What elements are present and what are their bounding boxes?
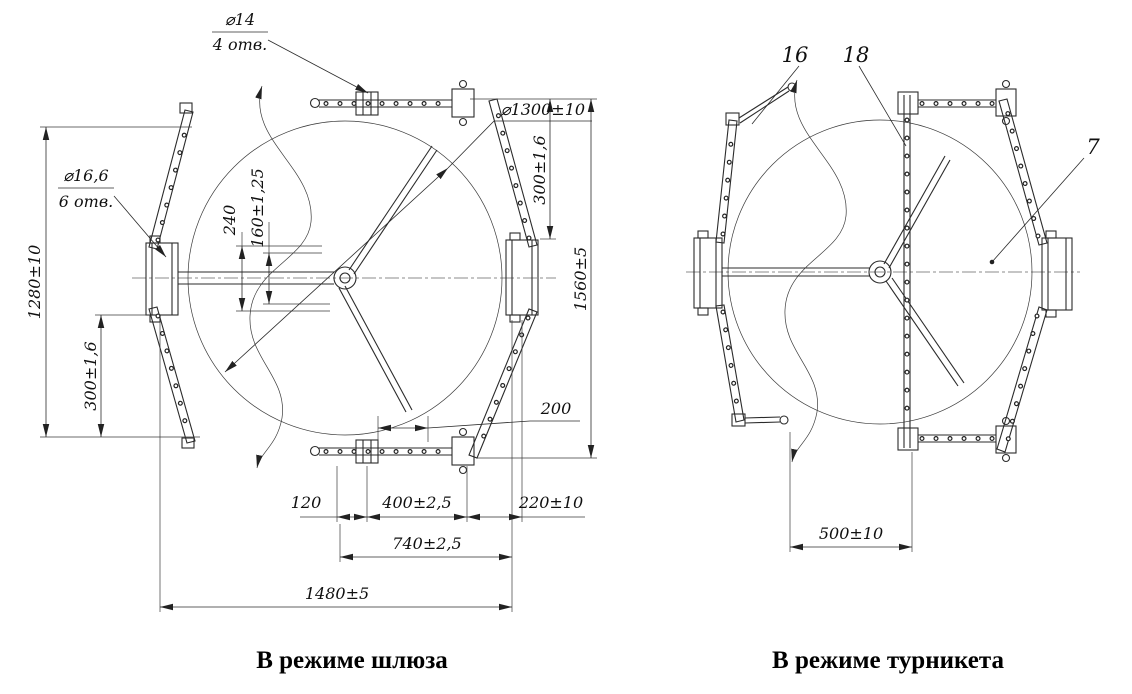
right-post-right-view [1041,230,1073,318]
dim-label-200: 200 [540,399,572,418]
left-post-right-view [693,230,723,316]
callout-label-16: 16 [782,43,809,67]
right-post [505,232,539,323]
dim-label-dia14-holes: 4 отв. [212,35,267,54]
dim-label-1560: 1560±5 [571,247,590,311]
barrier-arm-upper-right-rv [998,98,1048,246]
left-post [145,235,179,323]
left-view-caption: В режиме шлюза [256,647,448,674]
right-view: 16 18 7 500±10 В режиме турникета [686,43,1100,674]
swept-diameter-circle-right [727,119,1033,425]
dim-label-400: 400±2,5 [381,493,451,512]
dim-label-dia166-holes: 6 отв. [59,192,113,211]
barrier-arm-lower-left [148,306,196,449]
left-view: ⌀14 4 отв. ⌀16,6 6 отв. ⌀1300±10 240 160… [25,10,597,674]
swept-diameter-circle [187,120,503,436]
dimension-lines-left-view [42,31,595,611]
rotor [178,145,438,413]
barrier-arm-lower-right [468,308,538,459]
dim-label-dia166: ⌀16,6 [63,166,108,185]
bottom-arm-right-view [897,416,1017,463]
dim-label-220: 220±10 [518,493,583,512]
dim-label-240: 240 [220,205,239,237]
barrier-arm-lower-right-rv [996,306,1048,453]
top-arm-right-view [897,79,1017,126]
right-view-caption: В режиме турникета [772,647,1004,674]
dim-label-500: 500±10 [819,524,883,543]
top-arm [309,79,475,127]
callout-label-7: 7 [1086,135,1100,159]
dimension-lines-right-view [789,432,913,552]
callout-label-18: 18 [843,43,870,67]
dim-label-1480: 1480±5 [305,584,369,603]
barrier-arm-lower-left-rv [715,304,789,427]
dim-label-160: 160±1,25 [248,168,267,248]
dim-label-300-right: 300±1,6 [530,135,549,204]
swing-path-curve-right [784,79,847,463]
vertical-gate-blade [903,95,911,448]
extension-lines-left-view [40,98,597,612]
callout-leaders [751,65,1085,265]
barrier-arm-upper-left-rv [715,82,797,244]
dim-label-300-left: 300±1,6 [81,341,100,410]
dim-label-120: 120 [291,493,322,512]
dim-label-740: 740±2,5 [392,534,461,553]
dim-label-dia1300: ⌀1300±10 [501,100,585,119]
swing-path-curve [249,85,312,469]
dim-label-dia14: ⌀14 [225,10,255,29]
barrier-arm-upper-left [148,102,194,250]
bottom-arm [309,427,475,475]
dim-label-1280: 1280±10 [25,245,44,319]
